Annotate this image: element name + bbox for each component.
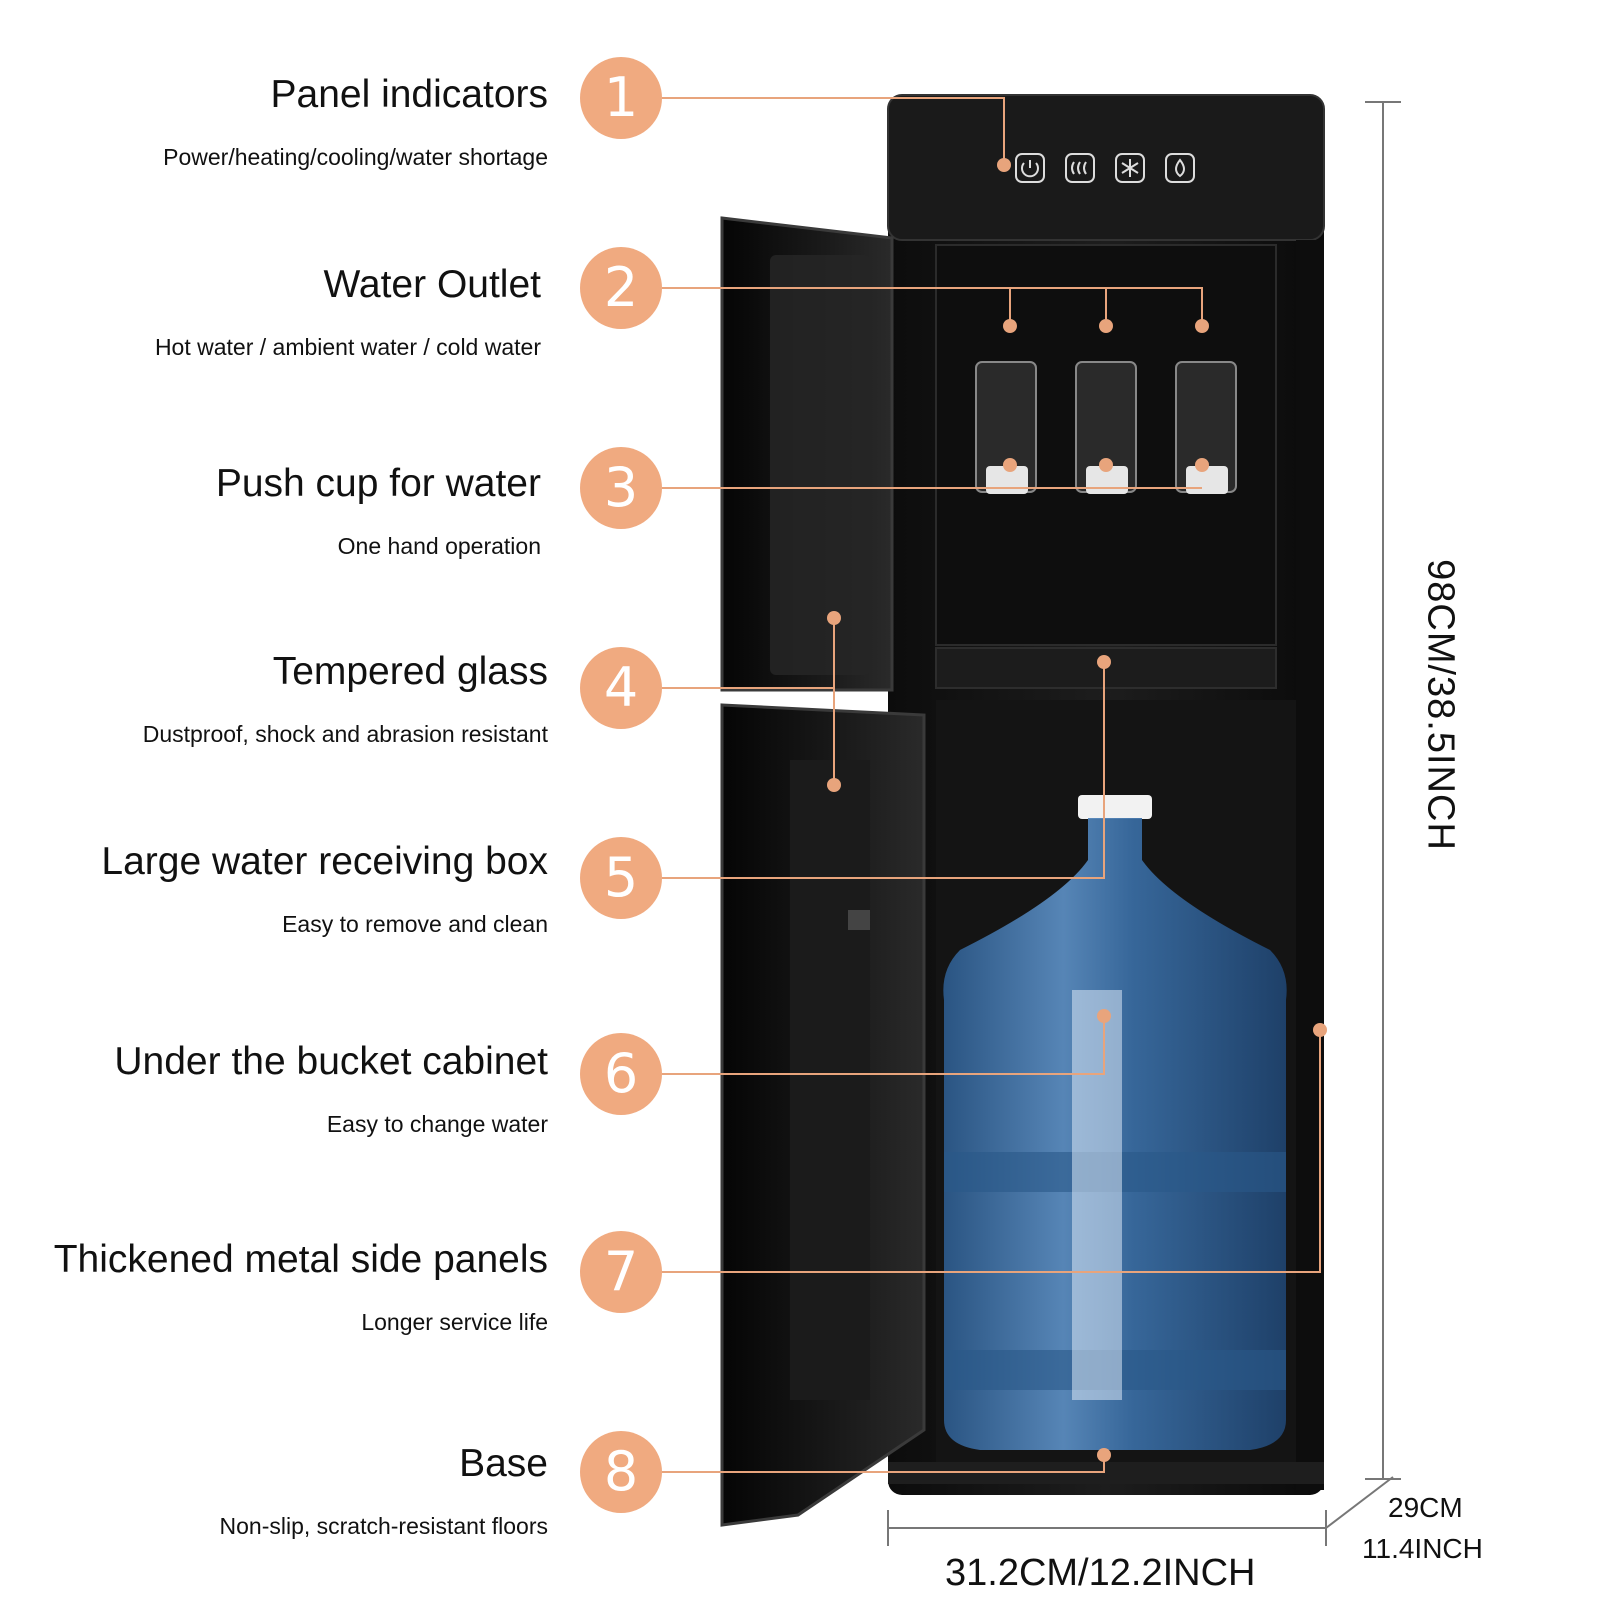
badge-7: 7 bbox=[580, 1231, 662, 1313]
height-dimension: 98CM/38.5INCH bbox=[1419, 559, 1462, 851]
feature-subtitle: One hand operation bbox=[337, 533, 541, 559]
badge-5: 5 bbox=[580, 837, 662, 919]
feature-3: Push cup for water One hand operation bbox=[0, 462, 541, 560]
feature-4: Tempered glass Dustproof, shock and abra… bbox=[0, 650, 548, 748]
feature-title: Tempered glass bbox=[272, 650, 548, 693]
feature-subtitle: Hot water / ambient water / cold water bbox=[154, 334, 541, 360]
feature-6: Under the bucket cabinet Easy to change … bbox=[0, 1040, 548, 1138]
feature-subtitle: Power/heating/cooling/water shortage bbox=[163, 144, 548, 170]
feature-title: Water Outlet bbox=[323, 263, 541, 306]
feature-title: Under the bucket cabinet bbox=[114, 1040, 548, 1083]
feature-subtitle: Easy to change water bbox=[326, 1111, 548, 1137]
feature-1: Panel indicators Power/heating/cooling/w… bbox=[0, 73, 548, 171]
dimension-lines bbox=[887, 101, 1401, 1546]
feature-subtitle: Easy to remove and clean bbox=[282, 911, 548, 937]
feature-title: Large water receiving box bbox=[101, 840, 548, 883]
feature-title: Thickened metal side panels bbox=[53, 1238, 548, 1281]
power-icon bbox=[1015, 153, 1045, 183]
feature-8: Base Non-slip, scratch-resistant floors bbox=[0, 1442, 549, 1540]
feature-title: Panel indicators bbox=[270, 73, 549, 116]
feature-5: Large water receiving box Easy to remove… bbox=[0, 840, 548, 938]
control-panel bbox=[887, 94, 1325, 241]
side-panel bbox=[1296, 240, 1324, 1490]
badge-6: 6 bbox=[580, 1033, 662, 1115]
feature-subtitle: Non-slip, scratch-resistant floors bbox=[219, 1513, 549, 1539]
tempered-glass-door bbox=[720, 216, 894, 692]
heating-icon bbox=[1065, 153, 1095, 183]
callout-dots bbox=[827, 158, 1327, 1462]
badge-8: 8 bbox=[580, 1431, 662, 1513]
depth-dimension-inch: 11.4INCH bbox=[1362, 1533, 1483, 1564]
width-dimension: 31.2CM/12.2INCH bbox=[945, 1552, 1256, 1594]
cooling-icon bbox=[1115, 153, 1145, 183]
feature-subtitle: Dustproof, shock and abrasion resistant bbox=[142, 721, 548, 747]
water-bottle bbox=[943, 795, 1287, 1450]
callout-lines bbox=[662, 97, 1321, 1473]
badge-1: 1 bbox=[580, 57, 662, 139]
feature-title: Push cup for water bbox=[215, 462, 541, 505]
base-plate bbox=[888, 1462, 1324, 1484]
feature-subtitle: Longer service life bbox=[361, 1309, 548, 1335]
feature-title: Base bbox=[459, 1442, 548, 1485]
drip-tray bbox=[935, 647, 1277, 689]
feature-7: Thickened metal side panels Longer servi… bbox=[0, 1238, 548, 1336]
water-taps bbox=[975, 361, 1237, 494]
feature-2: Water Outlet Hot water / ambient water /… bbox=[0, 263, 541, 361]
lower-door bbox=[720, 703, 926, 1527]
water-shortage-icon bbox=[1165, 153, 1195, 183]
badge-4: 4 bbox=[580, 647, 662, 729]
depth-dimension-cm: 29CM bbox=[1388, 1492, 1463, 1523]
badge-2: 2 bbox=[580, 247, 662, 329]
badge-3: 3 bbox=[580, 447, 662, 529]
